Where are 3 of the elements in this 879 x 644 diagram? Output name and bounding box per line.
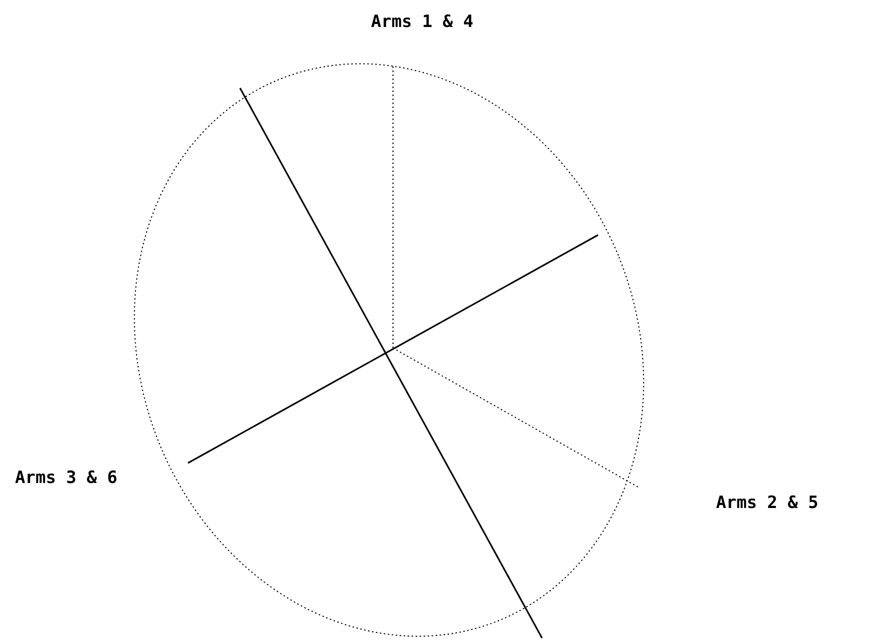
arm-label: Arms 1 & 4 [371,14,474,31]
arm-label: Arms 2 & 5 [716,495,818,512]
arm-label: Arms 3 & 6 [15,470,118,487]
